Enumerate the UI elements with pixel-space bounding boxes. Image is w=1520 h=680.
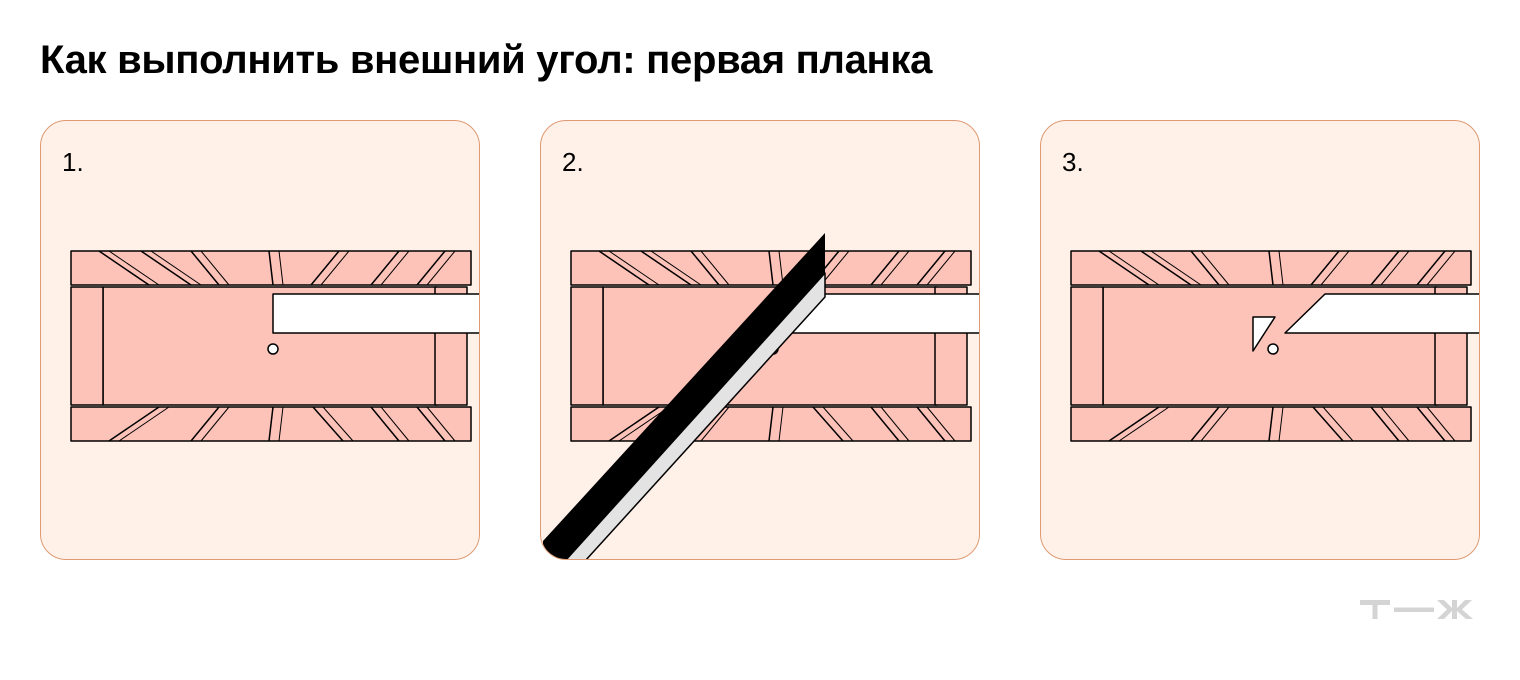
guide-slot xyxy=(1268,250,1274,286)
guide-slot xyxy=(1322,406,1354,442)
guide-slot xyxy=(768,250,774,286)
cut-off-piece xyxy=(1252,316,1276,352)
guide-slot xyxy=(278,250,284,286)
page-title: Как выполнить внешний угол: первая планк… xyxy=(40,38,933,82)
guide-slot xyxy=(1426,406,1456,442)
guide-slot xyxy=(1150,250,1202,286)
guide-slot xyxy=(1416,250,1446,286)
guide-slot xyxy=(916,250,946,286)
guide-slot xyxy=(650,250,702,286)
guide-slot xyxy=(778,406,784,442)
guide-slot xyxy=(700,406,730,442)
step-panel-3: 3. xyxy=(1040,120,1480,560)
guide-slot xyxy=(268,250,274,286)
guide-slot xyxy=(1380,406,1410,442)
plank-body xyxy=(272,293,479,334)
guide-slot xyxy=(426,406,456,442)
guide-slot xyxy=(268,406,274,442)
plank xyxy=(1252,293,1479,355)
step-panel-2: 2. xyxy=(540,120,980,560)
miter-box xyxy=(70,250,472,442)
guide-slot xyxy=(370,250,400,286)
guide-slot xyxy=(150,250,202,286)
guide-slot xyxy=(322,406,354,442)
guide-slot xyxy=(200,406,230,442)
guide-slot xyxy=(310,250,340,286)
guide-slot xyxy=(320,250,350,286)
guide-slot xyxy=(140,250,192,286)
guide-slot xyxy=(108,406,160,442)
left-side-wall xyxy=(70,286,104,406)
guide-slot xyxy=(1380,250,1410,286)
guide-slot xyxy=(380,406,410,442)
guide-slot xyxy=(608,406,660,442)
guide-slot xyxy=(118,406,170,442)
guide-slot xyxy=(190,406,220,442)
miter-box-diagram xyxy=(543,233,979,559)
plank-body xyxy=(1284,293,1479,334)
guide-slot xyxy=(1268,406,1274,442)
guide-slot xyxy=(416,406,446,442)
center-mark xyxy=(1267,343,1279,355)
guide-slot xyxy=(1190,406,1220,442)
guide-slot xyxy=(768,406,774,442)
step-panel-1: 1. xyxy=(40,120,480,560)
guide-slot xyxy=(822,406,854,442)
guide-slot xyxy=(700,250,730,286)
guide-slot xyxy=(1320,250,1350,286)
step-number: 3. xyxy=(1062,147,1084,177)
guide-slot xyxy=(278,406,284,442)
guide-slot xyxy=(690,250,720,286)
guide-slot xyxy=(1426,250,1456,286)
guide-slot xyxy=(870,406,900,442)
guide-slot xyxy=(108,250,160,286)
guide-slot xyxy=(1278,406,1284,442)
tzh-logo-icon xyxy=(1360,600,1473,619)
guide-slot xyxy=(1370,250,1400,286)
guide-slot xyxy=(870,250,900,286)
guide-slot xyxy=(200,250,230,286)
step-number: 1. xyxy=(62,147,84,177)
guide-slot xyxy=(1190,250,1220,286)
guide-slot xyxy=(812,406,844,442)
guide-slot xyxy=(640,250,692,286)
guide-slot xyxy=(608,250,660,286)
left-side-wall xyxy=(1070,286,1104,406)
saw-blade xyxy=(565,272,826,559)
guide-slot xyxy=(1108,406,1160,442)
guide-slot xyxy=(1416,406,1446,442)
miter-box-diagram xyxy=(1070,250,1479,442)
guide-slot xyxy=(1310,250,1340,286)
guide-slot xyxy=(1200,250,1230,286)
guide-slot xyxy=(426,250,456,286)
step-number: 2. xyxy=(562,147,584,177)
guide-slot xyxy=(370,406,400,442)
guide-slot xyxy=(1118,406,1170,442)
guide-slot xyxy=(190,250,220,286)
guide-slot xyxy=(926,250,956,286)
guide-slot xyxy=(1098,250,1150,286)
guide-slot xyxy=(380,250,410,286)
left-side-wall xyxy=(570,286,604,406)
guide-slot xyxy=(1370,406,1400,442)
guide-slot xyxy=(598,250,650,286)
guide-slot xyxy=(926,406,956,442)
guide-slot xyxy=(1200,406,1230,442)
plank xyxy=(267,293,479,355)
guide-slot xyxy=(1312,406,1344,442)
guide-slot xyxy=(778,250,784,286)
saw-icon xyxy=(543,233,826,559)
guide-slot xyxy=(916,406,946,442)
guide-slot xyxy=(98,250,150,286)
guide-slot xyxy=(312,406,344,442)
guide-slot xyxy=(1140,250,1192,286)
saw-back xyxy=(543,233,825,559)
guide-slot xyxy=(1108,250,1160,286)
guide-slot xyxy=(880,250,910,286)
center-mark xyxy=(267,343,279,355)
guide-slot xyxy=(1278,250,1284,286)
guide-slot xyxy=(416,250,446,286)
miter-box-diagram xyxy=(70,250,479,442)
guide-slot xyxy=(880,406,910,442)
